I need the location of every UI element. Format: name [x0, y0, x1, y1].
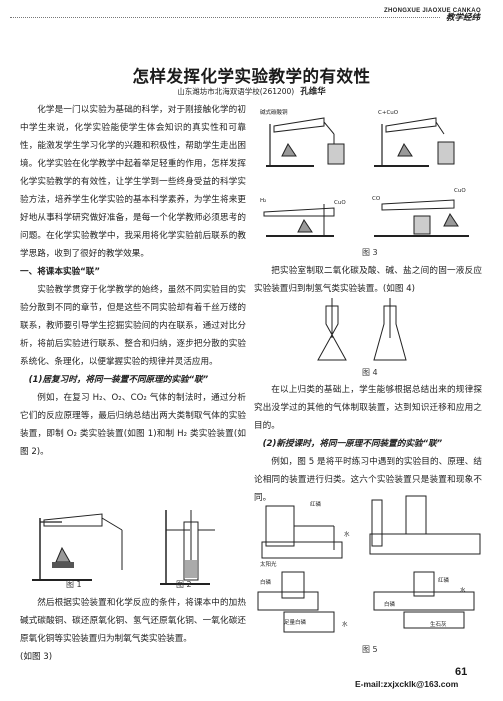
figure-3-drawing: 碱式碳酸铜 C+CuO H₂ CuO CO CuO — [260, 108, 469, 237]
figure-2-drawing — [160, 510, 215, 585]
sub-heading: (2)新授课时，将同一原理不同装置的实验“联” — [262, 439, 443, 449]
fig3-label: 碱式碳酸铜 — [260, 108, 288, 116]
paragraph: (如图 3) — [20, 652, 53, 662]
fig3-label: H₂ — [260, 198, 266, 204]
fig5-label: 足量白磷 — [284, 618, 307, 626]
fig5-label: 红磷 — [438, 576, 450, 584]
fig5-label: 白磷 — [384, 600, 396, 608]
journal-pinyin: ZHONGXUE JIAOXUE CANKAO — [384, 8, 481, 14]
fig3-label: CuO — [334, 200, 346, 206]
paragraph: 例如，图 5 是将平时练习中遇到的实验目的、原理、结论相同的装置进行归类。这六个… — [254, 457, 482, 503]
section-heading: 一、将课本实验“联” — [20, 267, 101, 277]
figure-3-caption: 图 3 — [362, 248, 378, 257]
author-line: 山东潍坊市北海双语学校(261200) 孔维华 — [0, 85, 503, 97]
left-column: 化学是一门以实验为基础的科学，对于刚接触化学的初中学生来说，化学实验能使学生体会… — [20, 101, 246, 461]
paragraph: 例如，在复习 H₂、O₂、CO₂ 气体的制法时，通过分析它们的反应原理等，最后归… — [20, 393, 246, 457]
figure-5-drawing: 红磷 水 太阳光 白磷 红磷 水 白磷 生石灰 足量白磷 水 — [257, 495, 481, 633]
figure-2-caption: 图 2 — [176, 580, 192, 589]
fig3-label: C+CuO — [378, 110, 399, 116]
affiliation: 山东潍坊市北海双语学校(261200) — [177, 87, 295, 96]
fig5-label: 生石灰 — [430, 620, 447, 628]
fig5-label: 红磷 — [310, 500, 322, 508]
paragraph: 然后根据实验装置和化学反应的条件，将课本中的加热碱式碳酸铜、碳还原氧化铜、氢气还… — [20, 598, 246, 644]
figure-4-caption: 图 4 — [362, 368, 378, 377]
fig3-label: CO — [372, 196, 381, 202]
fig5-label: 水 — [460, 586, 466, 594]
footer-email: E-mail:zxjxcklk@163.com — [355, 679, 459, 689]
right-column-top: 把实验室制取二氧化碳及酸、碱、盐之间的固一液反应实验装置归到制氢气类实验装置。(… — [254, 262, 482, 298]
figure-5-caption: 图 5 — [362, 645, 378, 654]
page-number: 61 — [455, 666, 468, 678]
column-name: 教学经纬 — [446, 13, 481, 23]
fig5-label: 水 — [344, 530, 350, 538]
figure-1-drawing — [32, 513, 123, 581]
paragraph: 化学是一门以实验为基础的科学，对于刚接触化学的初中学生来说，化学实验能使学生体会… — [20, 105, 246, 259]
sub-heading: (1)居复习时，将同一装置不同原理的实验“联” — [28, 375, 209, 385]
fig5-label: 水 — [342, 620, 348, 628]
paragraph: 实验教学贯穿于化学教学的始终，虽然不同实验目的实验分散到不同的章节，但是这些不同… — [20, 285, 246, 367]
author-name: 孔维华 — [300, 87, 326, 97]
figure-1-caption: 图 1 — [66, 580, 82, 589]
left-bottom-text: 然后根据实验装置和化学反应的条件，将课本中的加热碱式碳酸铜、碳还原氧化铜、氢气还… — [20, 594, 246, 666]
header-rule — [10, 17, 440, 18]
header-bar — [440, 15, 495, 26]
fig5-label: 太阳光 — [260, 560, 277, 568]
paragraph: 把实验室制取二氧化碳及酸、碱、盐之间的固一液反应实验装置归到制氢气类实验装置。(… — [254, 266, 482, 294]
right-column-middle: 在以上归类的基础上，学生能够根据总结出来的规律探究出没学过的其他的气体制取装置，… — [254, 381, 482, 507]
paragraph: 在以上归类的基础上，学生能够根据总结出来的规律探究出没学过的其他的气体制取装置，… — [254, 385, 482, 431]
article-title: 怎样发挥化学实验教学的有效性 — [132, 67, 371, 86]
figure-4-drawing — [317, 298, 407, 361]
fig3-label: CuO — [454, 188, 466, 194]
fig5-label: 白磷 — [260, 578, 272, 586]
